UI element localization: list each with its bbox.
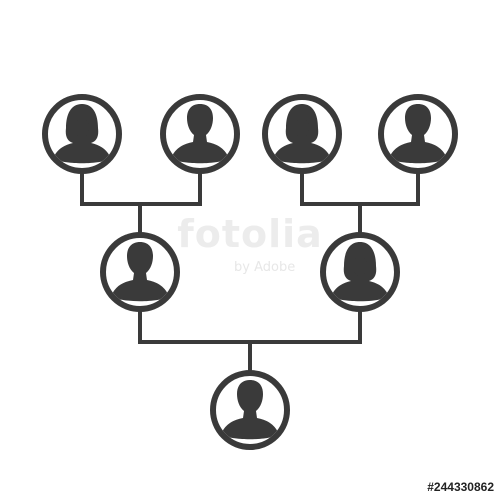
connector-line [80,171,202,235]
stock-id-label: #244330862 [427,480,494,494]
person-node-gp4 [378,94,458,174]
male-avatar-icon [389,104,447,164]
person-node-p1 [100,232,180,312]
female-avatar-icon [53,104,111,164]
male-avatar-icon [171,104,229,164]
male-avatar-icon [221,380,279,440]
female-avatar-icon [273,104,331,164]
tree-nodes [42,94,458,450]
male-avatar-icon [111,242,169,302]
person-node-gp2 [160,94,240,174]
person-node-gp1 [42,94,122,174]
female-avatar-icon [331,242,389,302]
person-node-gp3 [262,94,342,174]
person-node-child [210,370,290,450]
tree-connectors [80,171,420,373]
person-node-p2 [320,232,400,312]
connector-line [138,309,362,373]
connector-line [300,171,420,235]
